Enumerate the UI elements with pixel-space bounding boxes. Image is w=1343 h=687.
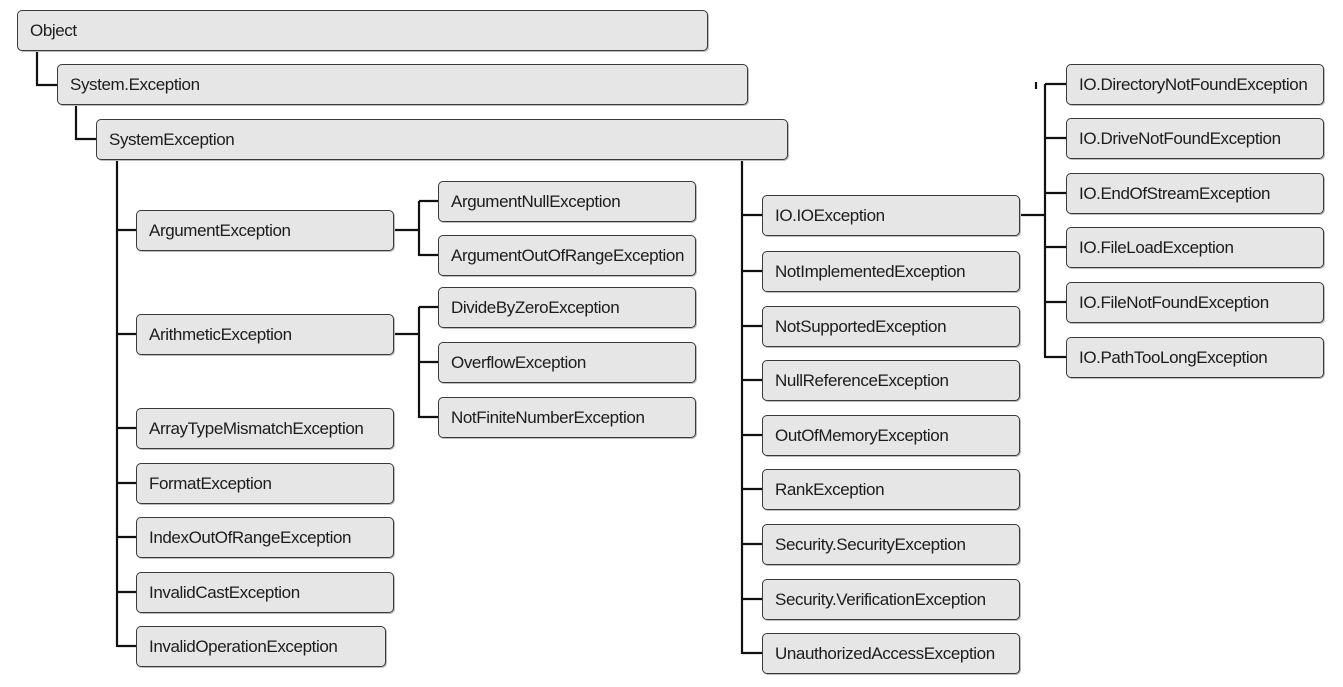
node-not-implemented-exception: NotImplementedException — [762, 251, 1020, 292]
node-file-load-exception: IO.FileLoadException — [1066, 227, 1324, 268]
node-end-of-stream-exception: IO.EndOfStreamException — [1066, 173, 1324, 214]
node-array-type-mismatch-exception: ArrayTypeMismatchException — [136, 408, 394, 449]
node-drive-not-found-exception: IO.DriveNotFoundException — [1066, 118, 1324, 159]
node-format-exception: FormatException — [136, 463, 394, 504]
connector-object-to-system-exception — [35, 50, 57, 87]
node-invalid-cast-exception: InvalidCastException — [136, 572, 394, 613]
node-system-exception: System.Exception — [57, 64, 748, 105]
node-object: Object — [17, 10, 708, 51]
connector-system-exception-to-systemexception — [74, 105, 96, 141]
node-io-exception: IO.IOException — [762, 195, 1020, 236]
node-arithmetic-exception: ArithmeticException — [136, 314, 394, 355]
node-index-out-of-range-exception: IndexOutOfRangeException — [136, 517, 394, 558]
node-divide-by-zero-exception: DivideByZeroException — [438, 287, 696, 328]
node-file-not-found-exception: IO.FileNotFoundException — [1066, 282, 1324, 323]
node-invalid-operation-exception: InvalidOperationException — [136, 626, 386, 667]
node-systemexception: SystemException — [96, 119, 788, 160]
node-argument-exception: ArgumentException — [136, 210, 394, 251]
node-not-supported-exception: NotSupportedException — [762, 306, 1020, 347]
node-not-finite-number-exception: NotFiniteNumberException — [438, 397, 696, 438]
node-verification-exception: Security.VerificationException — [762, 579, 1020, 620]
node-overflow-exception: OverflowException — [438, 342, 696, 383]
node-argument-null-exception: ArgumentNullException — [438, 181, 696, 222]
node-security-exception: Security.SecurityException — [762, 524, 1020, 565]
node-path-too-long-exception: IO.PathTooLongException — [1066, 337, 1324, 378]
node-rank-exception: RankException — [762, 469, 1020, 510]
node-out-of-memory-exception: OutOfMemoryException — [762, 415, 1020, 456]
node-unauthorized-access-exception: UnauthorizedAccessException — [762, 633, 1020, 674]
node-directory-not-found-exception: IO.DirectoryNotFoundException — [1066, 64, 1324, 105]
node-argument-out-of-range-exception: ArgumentOutOfRangeException — [438, 235, 696, 276]
node-null-reference-exception: NullReferenceException — [762, 360, 1020, 401]
